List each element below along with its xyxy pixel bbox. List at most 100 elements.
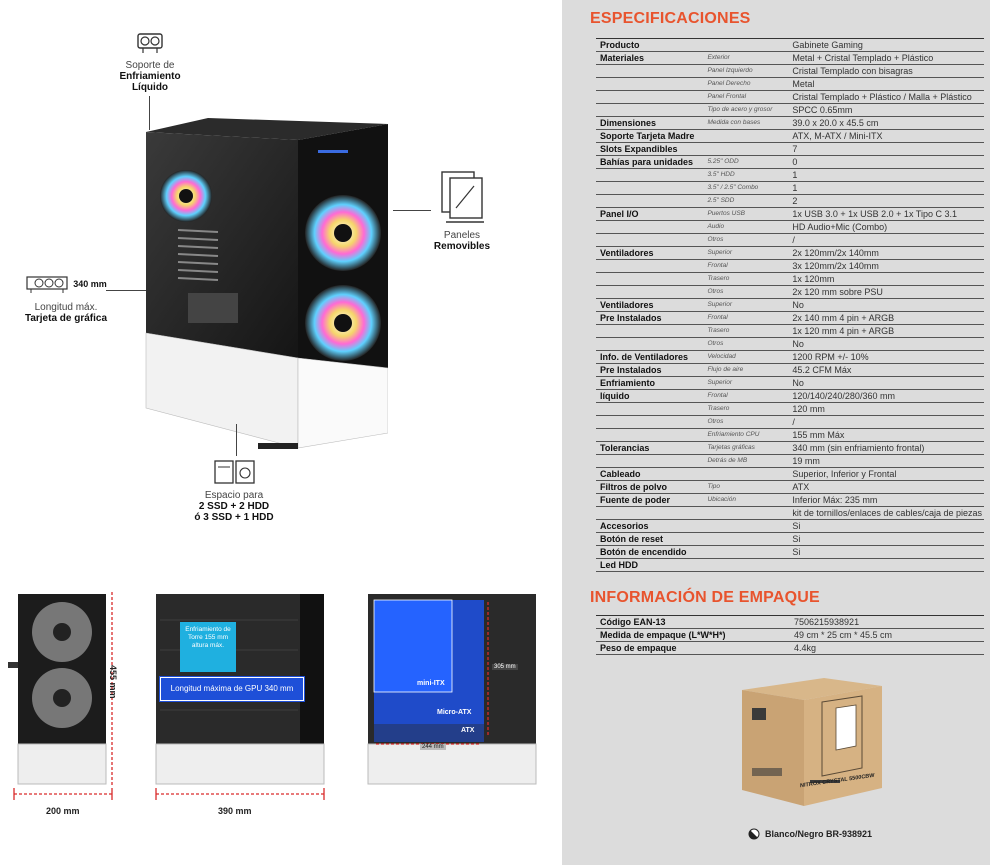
spec-subcategory: Otros bbox=[703, 337, 789, 351]
spec-subcategory: 2.5" SDD bbox=[703, 194, 789, 208]
callout-gpu-line1: Longitud máx. bbox=[34, 302, 98, 313]
spec-subcategory: Detrás de MB bbox=[703, 454, 789, 468]
front-width-label: 200 mm bbox=[46, 806, 80, 816]
spec-value: 155 mm Máx bbox=[788, 428, 984, 442]
callout-storage-line2: 2 SSD + 2 HDD bbox=[198, 501, 270, 512]
spec-subcategory bbox=[703, 532, 789, 546]
spec-subcategory: Velocidad bbox=[703, 350, 789, 364]
specs-title: ESPECIFICACIONES bbox=[590, 10, 751, 27]
pc-case-illustration bbox=[145, 118, 388, 449]
spec-category: Info. de Ventiladores bbox=[596, 350, 704, 364]
spec-category: Enfriamiento bbox=[596, 376, 704, 390]
color-note: Blanco/Negro BR-938921 bbox=[748, 828, 872, 840]
spec-category bbox=[596, 428, 704, 442]
spec-value: 3x 120mm/2x 140mm bbox=[788, 259, 984, 273]
spec-subcategory: Panel Izquierdo bbox=[703, 64, 789, 78]
spec-category bbox=[596, 415, 704, 429]
callout-line-storage bbox=[236, 424, 237, 456]
spec-value: No bbox=[788, 298, 984, 312]
spec-subcategory: Panel Derecho bbox=[703, 77, 789, 91]
spec-value: 1200 RPM +/- 10% bbox=[788, 350, 984, 364]
spec-subcategory: Tipo de acero y grosor bbox=[703, 103, 789, 117]
spec-value: / bbox=[788, 233, 984, 247]
callout-panels-line2: Removibles bbox=[433, 241, 491, 252]
spec-category: Tolerancias bbox=[596, 441, 704, 455]
spec-value: 2x 140 mm 4 pin + ARGB bbox=[788, 311, 984, 325]
spec-subcategory: Exterior bbox=[703, 51, 789, 65]
gpu-icon bbox=[26, 276, 68, 293]
spec-value: Si bbox=[788, 519, 984, 533]
spec-value: 2x 120 mm sobre PSU bbox=[788, 285, 984, 299]
spec-subcategory: Tipo bbox=[703, 480, 789, 494]
spec-category: Fuente de poder bbox=[596, 493, 704, 507]
spec-value: Inferior Máx: 235 mm bbox=[788, 493, 984, 507]
front-view-diagram bbox=[8, 592, 113, 800]
spec-subcategory: 5.25" ODD bbox=[703, 155, 789, 169]
spec-subcategory bbox=[703, 142, 789, 156]
packaging-value: 4.4kg bbox=[790, 641, 984, 655]
spec-value: 1 bbox=[788, 168, 984, 182]
spec-value: 120 mm bbox=[788, 402, 984, 416]
spec-value: No bbox=[788, 376, 984, 390]
product-area: Soporte de Enfriamiento Líquido Paneles … bbox=[8, 33, 537, 816]
mb-height-label: 305 mm bbox=[492, 664, 518, 670]
callout-gpu-line2: Tarjeta de gráfica bbox=[24, 313, 108, 324]
spec-category bbox=[596, 233, 704, 247]
spec-value: Metal + Cristal Templado + Plástico bbox=[788, 51, 984, 65]
spec-category bbox=[596, 402, 704, 416]
spec-subcategory: Trasero bbox=[703, 272, 789, 286]
callout-panels-line1: Paneles bbox=[443, 230, 481, 241]
spec-category: Accesorios bbox=[596, 519, 704, 533]
spec-category: Panel I/O bbox=[596, 207, 704, 221]
spec-subcategory: Superior bbox=[703, 246, 789, 260]
spec-subcategory bbox=[703, 506, 789, 520]
spec-subcategory: Superior bbox=[703, 298, 789, 312]
spec-category: Materiales bbox=[596, 51, 704, 65]
color-note-text: Blanco/Negro BR-938921 bbox=[765, 829, 873, 839]
mb-mini-label: mini-ITX bbox=[417, 680, 445, 687]
spec-subcategory: Otros bbox=[703, 233, 789, 247]
spec-category bbox=[596, 220, 704, 234]
spec-category: Bahías para unidades bbox=[596, 155, 704, 169]
spec-category bbox=[596, 285, 704, 299]
spec-value: ATX, M-ATX / Mini-ITX bbox=[788, 129, 984, 143]
spec-subcategory: Frontal bbox=[703, 259, 789, 273]
spec-subcategory: Superior bbox=[703, 376, 789, 390]
spec-subcategory: Otros bbox=[703, 285, 789, 299]
spec-subcategory: Tarjetas gráficas bbox=[703, 441, 789, 455]
half-circle-color-icon bbox=[748, 828, 760, 840]
spec-value: / bbox=[788, 415, 984, 429]
callout-liquid-line3: Líquido bbox=[131, 82, 169, 93]
packaging-category: Medida de empaque (L*W*H*) bbox=[596, 628, 790, 642]
packaging-value: 49 cm * 25 cm * 45.5 cm bbox=[790, 628, 984, 642]
spec-row: kit de tornillos/enlaces de cables/caja … bbox=[596, 506, 984, 520]
callout-storage-line1: Espacio para bbox=[204, 490, 264, 501]
spec-subcategory: Trasero bbox=[703, 402, 789, 416]
spec-subcategory: Ubicación bbox=[703, 493, 789, 507]
spec-subcategory: Otros bbox=[703, 415, 789, 429]
spec-subcategory: Medida con bases bbox=[703, 116, 789, 130]
spec-subcategory bbox=[703, 558, 789, 572]
side-depth-label: 390 mm bbox=[218, 806, 252, 816]
